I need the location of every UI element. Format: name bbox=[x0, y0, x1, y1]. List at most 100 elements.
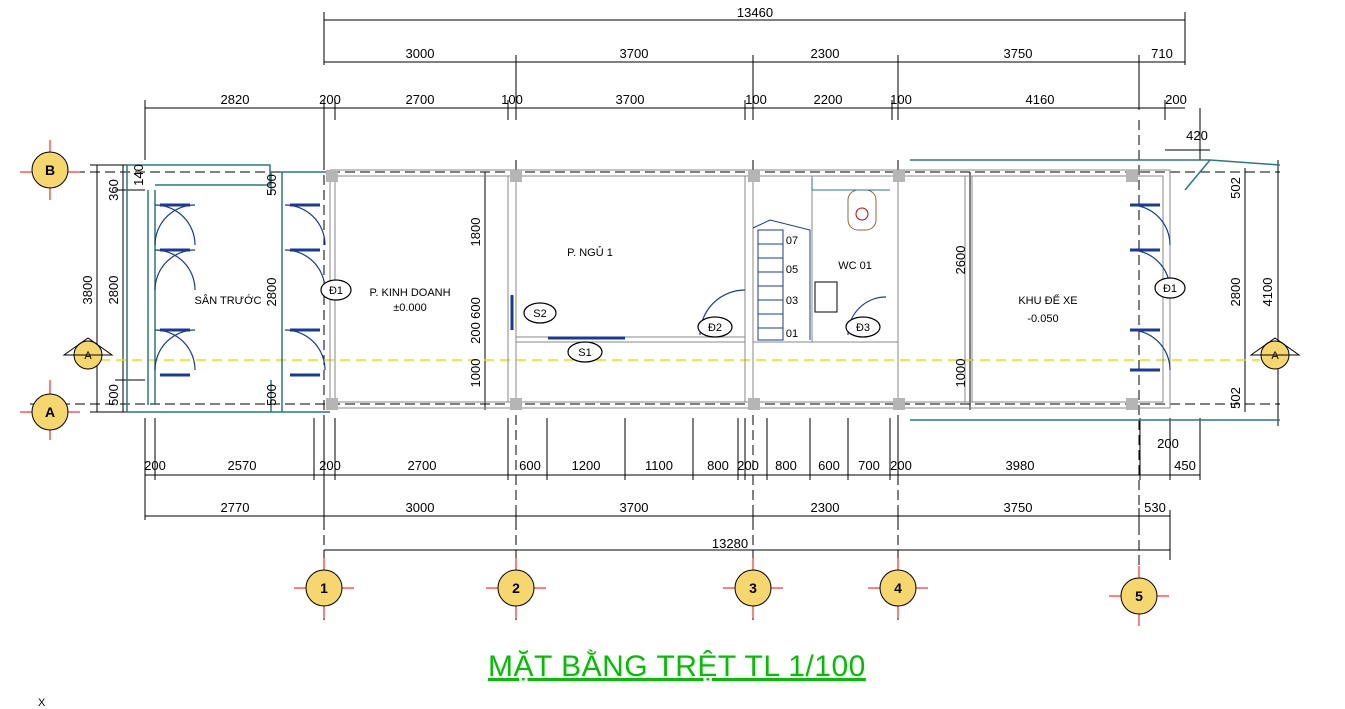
dim-bot1-9: 200 bbox=[737, 458, 759, 473]
tag-d2: Đ2 bbox=[708, 322, 722, 334]
dim-left-2800: 2800 bbox=[106, 276, 121, 305]
dim-top3-2: 200 bbox=[319, 92, 341, 107]
drawing-title: MẶT BẰNG TRỆT TL 1/100 bbox=[488, 650, 866, 683]
dim-right-4100: 4100 bbox=[1260, 278, 1275, 307]
dim-bot1-6: 1200 bbox=[572, 458, 601, 473]
dim-left-140: 140 bbox=[131, 164, 146, 186]
dim-left-360: 360 bbox=[106, 179, 121, 201]
dim-bot2-1: 2770 bbox=[221, 500, 250, 515]
dim-left-overall: 3800 bbox=[80, 276, 95, 305]
tag-d1-left: Đ1 bbox=[329, 285, 343, 297]
dim-right-2800: 2800 bbox=[1228, 278, 1243, 307]
room-kinh-doanh: P. KINH DOANH bbox=[369, 287, 450, 299]
dim-bot1-7: 1100 bbox=[645, 458, 673, 473]
grid-lines bbox=[30, 120, 1280, 625]
stair-07: 07 bbox=[786, 235, 798, 247]
room-san-truoc: SÂN TRƯỚC bbox=[195, 294, 262, 307]
dim-top3-6: 100 bbox=[745, 92, 767, 107]
axis-3: 3 bbox=[749, 580, 757, 596]
dim-top3-4: 100 bbox=[501, 92, 523, 107]
dim-top2-4: 3750 bbox=[1004, 46, 1033, 61]
dim-bot1-11: 600 bbox=[818, 458, 840, 473]
dim-left-500: 500 bbox=[106, 384, 121, 406]
tag-s1: S1 bbox=[578, 347, 591, 359]
dim-bot1-200: 200 bbox=[1157, 436, 1179, 451]
tag-s2: S2 bbox=[533, 308, 546, 320]
section-mark-left: A bbox=[84, 350, 92, 362]
room-khu-de-xe: KHU ĐỂ XE bbox=[1018, 294, 1077, 307]
vertical-dimension-texts: 3800 360 2800 500 140 500 2800 500 1800 … bbox=[80, 164, 1275, 409]
stair-05: 05 bbox=[786, 264, 798, 276]
dim-top3-1: 2820 bbox=[221, 92, 250, 107]
dim-bot1-3: 200 bbox=[319, 458, 341, 473]
dim-bot1-12: 700 bbox=[858, 458, 880, 473]
dim-bot2-3: 3700 bbox=[620, 500, 649, 515]
tag-d1-right: Đ1 bbox=[1163, 283, 1177, 295]
columns bbox=[326, 170, 1138, 410]
dim-st-500a: 500 bbox=[264, 174, 279, 196]
dim-top3-5: 3700 bbox=[616, 92, 645, 107]
dim-st-2800: 2800 bbox=[264, 278, 279, 307]
dim-bot2-5: 3750 bbox=[1004, 500, 1033, 515]
section-mark-right: A bbox=[1271, 350, 1279, 362]
axis-bubbles bbox=[20, 140, 1301, 626]
dim-st-500b: 500 bbox=[264, 384, 279, 406]
tag-texts: Đ1 Đ1 Đ2 Đ3 S1 S2 bbox=[329, 283, 1177, 359]
wc-fixtures bbox=[811, 178, 890, 313]
level-khu-de-xe: -0.050 bbox=[1027, 313, 1058, 325]
dim-bot2-4: 2300 bbox=[811, 500, 840, 515]
dim-top3-9: 4160 bbox=[1026, 92, 1055, 107]
dim-top2-5: 710 bbox=[1151, 46, 1173, 61]
room-labels: SÂN TRƯỚC P. KINH DOANH ±0.000 P. NGỦ 1 … bbox=[195, 246, 1078, 325]
dim-bot1-8: 800 bbox=[707, 458, 729, 473]
dim-top2-3: 2300 bbox=[811, 46, 840, 61]
dim-r1-1000: 1000 bbox=[468, 359, 483, 388]
dim-right-502b: 502 bbox=[1228, 387, 1243, 409]
dim-right-502a: 502 bbox=[1228, 177, 1243, 199]
dim-top2-2: 3700 bbox=[620, 46, 649, 61]
dim-bot1-5: 600 bbox=[519, 458, 541, 473]
tag-d3: Đ3 bbox=[856, 322, 870, 334]
walls bbox=[126, 159, 1281, 421]
stair-03: 03 bbox=[786, 295, 798, 307]
dim-bot1-2: 2570 bbox=[228, 458, 257, 473]
tag-ellipses bbox=[320, 277, 1186, 363]
dim-top2-1: 3000 bbox=[406, 46, 435, 61]
dim-bot1-10: 800 bbox=[775, 458, 797, 473]
dim-r1-600: 600 bbox=[468, 297, 483, 319]
stairs bbox=[752, 219, 811, 341]
stair-numbers: 07 05 03 01 bbox=[786, 235, 798, 340]
dim-top3-10: 200 bbox=[1165, 92, 1187, 107]
axis-labels: B A 1 2 3 4 5 A A bbox=[45, 162, 1279, 604]
axis-4: 4 bbox=[894, 580, 902, 596]
dim-top3-3: 2700 bbox=[406, 92, 435, 107]
room-ngu-1: P. NGỦ 1 bbox=[567, 246, 613, 259]
axis-a: A bbox=[45, 404, 55, 420]
dim-bot1-4: 2700 bbox=[408, 458, 437, 473]
dim-bot1-1: 200 bbox=[144, 458, 166, 473]
dim-r1-1800: 1800 bbox=[468, 218, 483, 247]
interior-walls bbox=[329, 169, 1171, 409]
dim-top3-7: 2200 bbox=[814, 92, 843, 107]
doors bbox=[154, 203, 1171, 377]
dim-bot1-13: 200 bbox=[890, 458, 912, 473]
dimension-lines bbox=[90, 12, 1279, 560]
axis-2: 2 bbox=[512, 580, 520, 596]
dimension-texts: 13460 3000 3700 2300 3750 710 2820 200 2… bbox=[144, 5, 1208, 551]
dim-bot2-2: 3000 bbox=[406, 500, 435, 515]
dim-bot2-6: 530 bbox=[1144, 500, 1166, 515]
dim-kdx-1000: 1000 bbox=[953, 359, 968, 388]
dim-bot1-14: 3980 bbox=[1006, 458, 1035, 473]
room-wc: WC 01 bbox=[838, 260, 872, 272]
dim-r1-200: 200 bbox=[468, 322, 483, 344]
axis-b: B bbox=[45, 162, 55, 178]
dim-kdx-2600: 2600 bbox=[953, 246, 968, 275]
axis-5: 5 bbox=[1135, 588, 1143, 604]
dim-overall-bottom: 13280 bbox=[712, 536, 748, 551]
ucs-x-label: X bbox=[38, 697, 46, 709]
level-kinh-doanh: ±0.000 bbox=[393, 302, 427, 314]
dim-right-420: 420 bbox=[1186, 128, 1208, 143]
dim-bot1-15: 450 bbox=[1174, 458, 1196, 473]
stair-01: 01 bbox=[786, 328, 798, 340]
